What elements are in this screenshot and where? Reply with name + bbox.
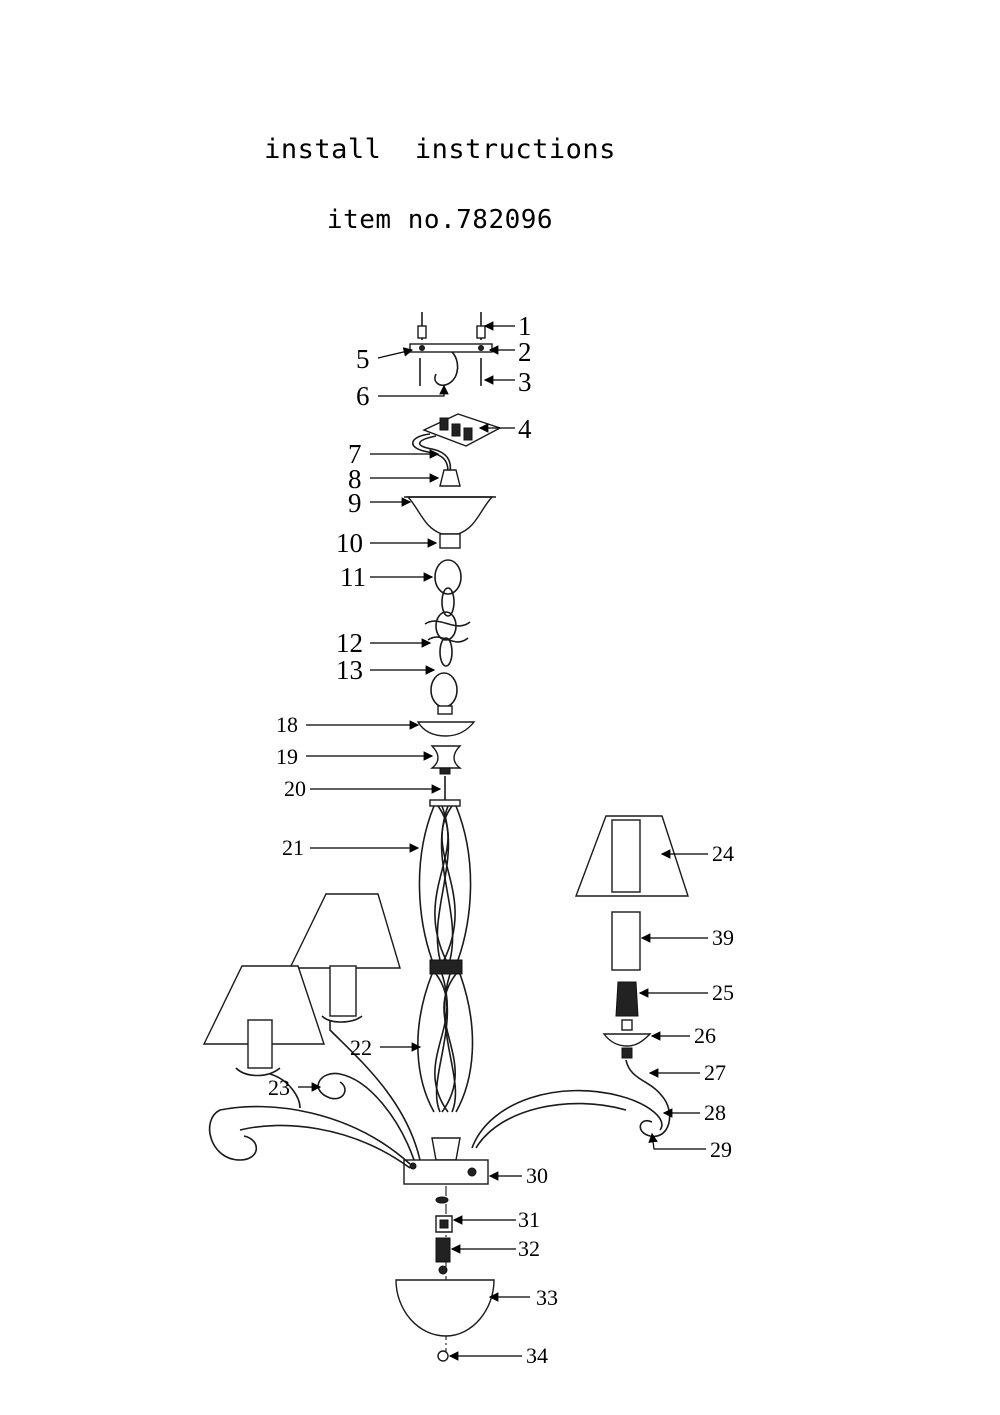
- chain: [424, 559, 471, 715]
- callout-9: 9: [348, 488, 362, 518]
- callout-6: 6: [356, 381, 370, 411]
- callout-12: 12: [336, 628, 363, 658]
- leader-lines: [298, 321, 708, 1361]
- callout-32: 32: [518, 1236, 540, 1261]
- left-arms: [208, 1020, 421, 1169]
- callout-28: 28: [704, 1100, 726, 1125]
- callout-7: 7: [348, 439, 362, 469]
- item-number: item no.782096: [326, 205, 554, 235]
- callout-3: 3: [518, 367, 532, 397]
- callout-30: 30: [526, 1163, 548, 1188]
- callout-31: 31: [518, 1207, 540, 1232]
- callout-29: 29: [710, 1137, 732, 1162]
- callout-4: 4: [518, 414, 532, 444]
- callout-11: 11: [340, 562, 366, 592]
- mounting-plate: [409, 312, 493, 387]
- callout-39: 39: [712, 925, 734, 950]
- callout-2: 2: [518, 337, 532, 367]
- callout-8: 8: [348, 464, 362, 494]
- callout-26: 26: [694, 1023, 716, 1048]
- callout-19: 19: [276, 744, 298, 769]
- callout-labels: 1 2 3 4 5 6 7 8 9 10 11 12 13 18 19 20 2…: [268, 311, 734, 1368]
- right-arm-exploded: [471, 815, 689, 1149]
- body-block: [403, 1159, 489, 1185]
- callout-5: 5: [356, 344, 370, 374]
- callout-13: 13: [336, 655, 363, 685]
- page-title: install instructions: [264, 134, 616, 165]
- twisted-column: [417, 799, 474, 1161]
- callout-22: 22: [350, 1035, 372, 1060]
- callout-34: 34: [526, 1343, 548, 1368]
- callout-25: 25: [712, 980, 734, 1005]
- bottom-parts: [395, 1186, 495, 1362]
- callout-10: 10: [336, 528, 363, 558]
- cup: [416, 721, 476, 737]
- callout-24: 24: [712, 841, 734, 866]
- callout-1: 1: [518, 311, 532, 341]
- callout-20: 20: [284, 776, 306, 801]
- callout-27: 27: [704, 1060, 726, 1085]
- callout-18: 18: [276, 712, 298, 737]
- callout-21: 21: [282, 835, 304, 860]
- left-lamp-shades: [202, 893, 401, 1077]
- callout-23: 23: [268, 1075, 290, 1100]
- terminal-block: [412, 413, 502, 473]
- canopy: [404, 469, 496, 549]
- callout-33: 33: [536, 1285, 558, 1310]
- collar: [429, 745, 463, 769]
